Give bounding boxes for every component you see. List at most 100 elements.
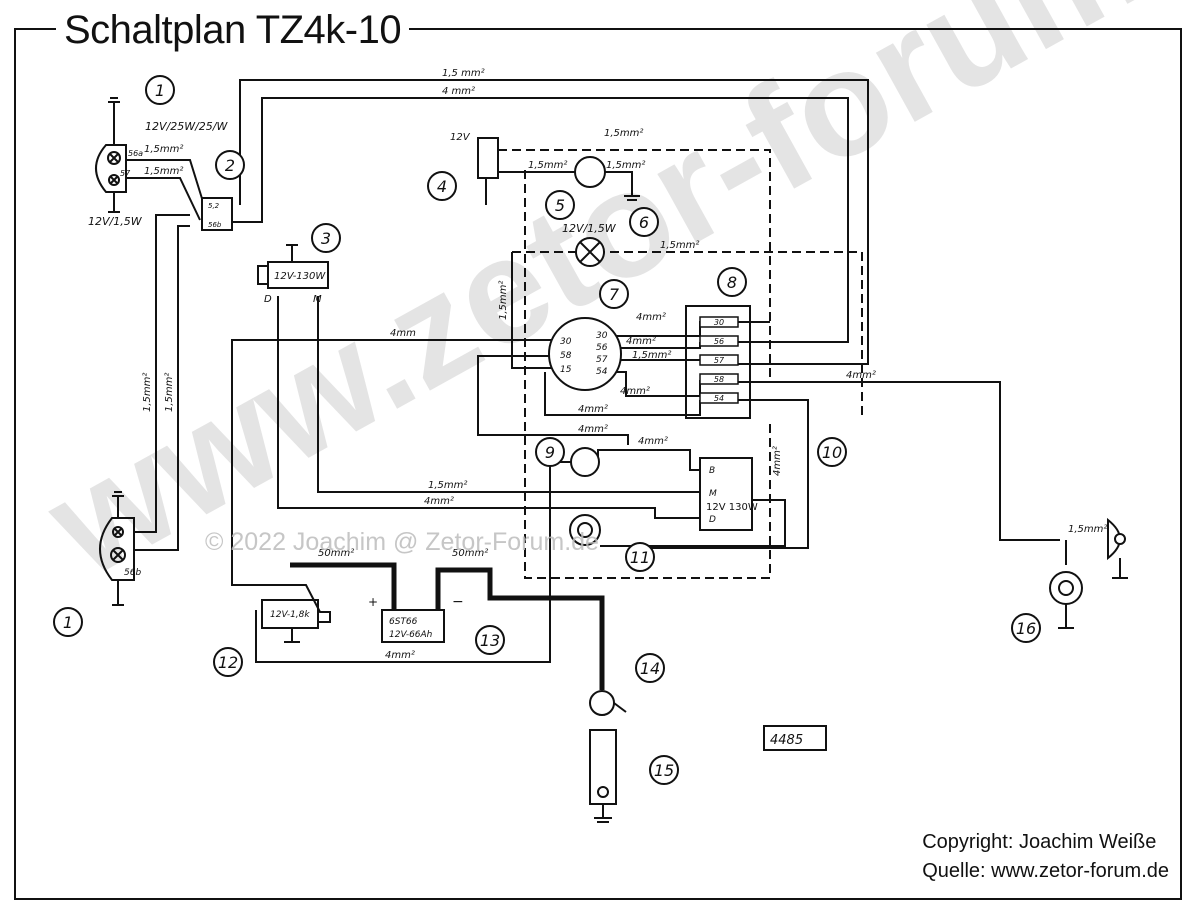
starter-label: 12V-1,8k	[270, 610, 310, 620]
callout-circle	[215, 150, 245, 180]
wire-label-ign-bottom: 4mm²	[578, 404, 608, 415]
ign-terminal-30-right: 30	[596, 331, 608, 341]
battery-main-switch	[589, 690, 627, 823]
ignition-switch	[548, 317, 622, 391]
wire-dynamo-m	[317, 296, 700, 493]
switch-terminal-1: 5,2	[208, 202, 220, 210]
wire-indicator	[512, 251, 863, 415]
switch-2	[201, 197, 233, 231]
wire-label-reg-vertical: 4mm²	[772, 446, 783, 476]
callout-number: 4	[437, 177, 447, 196]
callout-number: 14	[640, 659, 660, 678]
indicator-lamp	[575, 237, 605, 267]
wire-label-ind-right: 1,5mm²	[660, 240, 699, 251]
cable-battery-plus	[290, 562, 397, 610]
diagram-frame	[14, 28, 1182, 900]
wire-label-reg-4: 4mm²	[424, 496, 454, 507]
starter-motor	[261, 584, 331, 643]
wire-label-vertical-left: 1,5mm²	[498, 281, 509, 320]
dynamo-d: D	[264, 294, 272, 305]
battery-type: 6ST66	[389, 617, 418, 627]
wire-label-horn-top: 1,5mm²	[604, 128, 643, 139]
starter-button	[570, 447, 600, 477]
callout-circle	[599, 279, 629, 309]
dynamo-label: 12V-130W	[274, 271, 326, 282]
callout-circle	[817, 437, 847, 467]
wire-label-reg-top: 4mm²	[638, 436, 668, 447]
wire-lamp-56a	[126, 159, 205, 206]
battery-minus: −	[452, 594, 464, 610]
callout-number: 12	[218, 653, 238, 672]
callout-circle	[649, 755, 679, 785]
wire-1-5-top	[239, 79, 869, 365]
wire-label-lamp-a: 1,5mm²	[144, 144, 183, 155]
battery	[381, 609, 445, 643]
callout-number: 13	[480, 631, 500, 650]
wire-4mm-main	[231, 339, 553, 586]
wire-label-fuse-d: 4mm²	[620, 386, 650, 397]
callout-number: 7	[609, 285, 620, 304]
wire-fuse-54	[616, 371, 701, 397]
tail-lamp	[1049, 517, 1128, 629]
ign-terminal-56: 56	[596, 343, 608, 353]
headlamp-rating: 12V/25W/25/W	[145, 120, 229, 133]
cable-battery-minus	[435, 567, 605, 690]
wire-label-fuse-b: 4mm²	[626, 336, 656, 347]
switch-terminal-2: 56b	[208, 221, 222, 229]
dynamo	[257, 244, 329, 289]
wire-label-btn-right: 1,5mm²	[606, 160, 645, 171]
lamp-57: 57	[120, 169, 131, 178]
callout-number: 1	[155, 81, 165, 100]
wire-label-side-a: 1,5mm²	[142, 373, 153, 412]
fuse	[699, 373, 739, 385]
wire-label-tail: 1,5mm²	[1068, 524, 1107, 535]
wire-left-a	[134, 214, 190, 533]
socket	[569, 514, 601, 546]
wire-15	[544, 372, 701, 416]
ign-terminal-58: 58	[560, 351, 572, 361]
wire-label-reg-15: 1,5mm²	[428, 480, 467, 491]
fuse	[699, 335, 739, 347]
callout-number: 8	[727, 273, 737, 292]
wire-dynamo-d	[277, 296, 700, 519]
battery-plus: +	[368, 595, 378, 609]
fuse-label: 54	[714, 394, 724, 403]
wire-label-right-4: 4mm²	[846, 370, 876, 381]
drawing-number: 4485	[770, 733, 803, 748]
wire-label-batt-50b: 50mm²	[452, 548, 488, 559]
wire-4-top	[232, 97, 849, 343]
fuse-label: 56	[714, 337, 724, 346]
wire-left-b	[134, 225, 190, 551]
copyright-line: Copyright: Joachim Weiße	[922, 831, 1157, 853]
regulator-d: D	[709, 515, 716, 525]
copyright-block: Copyright: Joachim Weiße Quelle: www.zet…	[922, 828, 1169, 886]
headlamp-bottom	[99, 491, 135, 606]
wire-label-top1: 1,5 mm²	[442, 68, 485, 79]
indicator-rating: 12V/1,5W	[562, 222, 617, 235]
wire-58	[477, 355, 629, 445]
callout-number: 11	[630, 548, 650, 567]
callout-number: 2	[225, 156, 235, 175]
horn-label: 12V	[450, 132, 471, 143]
callout-circle	[53, 607, 83, 637]
fuse	[699, 316, 739, 328]
dynamo-m: M	[313, 294, 322, 305]
battery-rating: 12V-66Ah	[389, 630, 433, 640]
callout-number: 1	[63, 613, 73, 632]
wire-lamp-57	[126, 177, 201, 221]
callout-circle	[145, 75, 175, 105]
callout-circle	[545, 190, 575, 220]
ign-terminal-57: 57	[596, 355, 608, 365]
wire-label-batt-bottom: 4mm²	[385, 650, 415, 661]
fuse	[699, 392, 739, 404]
headlamp-top	[95, 97, 127, 213]
callout-circle	[1011, 613, 1041, 643]
callout-circle	[475, 625, 505, 655]
ign-terminal-54: 54	[596, 367, 608, 377]
callout-number: 9	[545, 443, 555, 462]
wire-fuse-out-54	[650, 399, 809, 549]
callout-circle	[311, 223, 341, 253]
wire-label-side-b: 1,5mm²	[164, 373, 175, 412]
source-line: Quelle: www.zetor-forum.de	[922, 860, 1169, 882]
